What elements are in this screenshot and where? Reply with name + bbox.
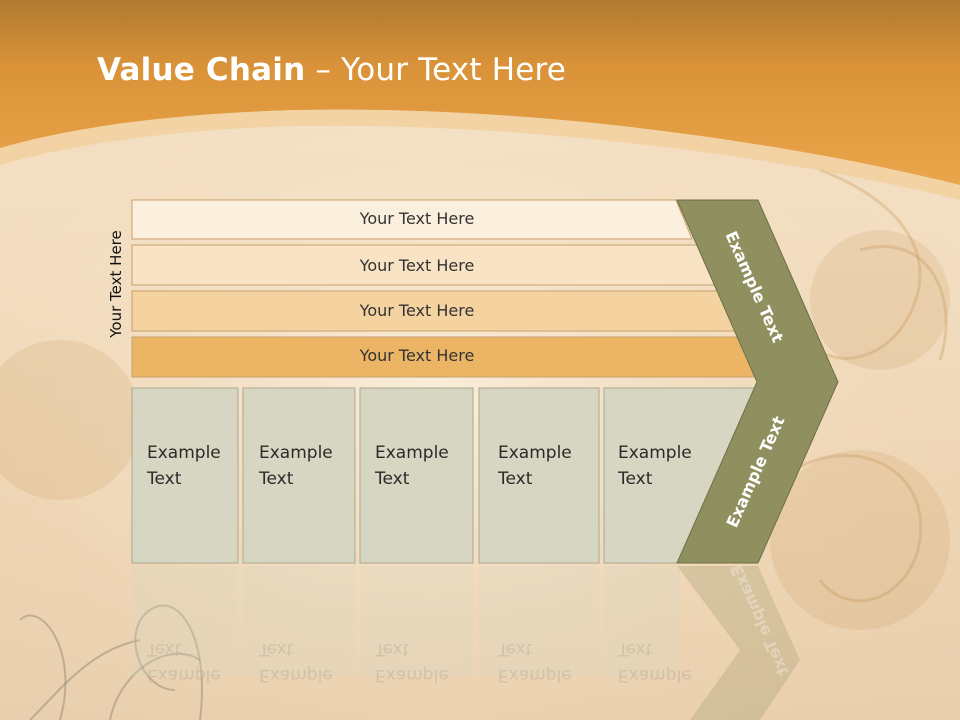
bar-label-4[interactable]: Your Text Here	[359, 346, 475, 365]
chevron-shape	[676, 199, 839, 564]
box-5-line1: Example	[618, 443, 692, 463]
box-text-4[interactable]: Example Text	[498, 440, 594, 492]
reflection-2-line1: Example	[259, 665, 333, 685]
box-3-line2: Text	[375, 469, 410, 489]
reflection-3-line1: Example	[375, 665, 449, 685]
bar-label-2[interactable]: Your Text Here	[359, 256, 475, 275]
box-3-line1: Example	[375, 443, 449, 463]
box-5-line2: Text	[618, 469, 653, 489]
box-reflection-4: Example Text	[498, 636, 594, 688]
title-bold: Value Chain	[97, 52, 306, 88]
box-reflection-3: Example Text	[375, 636, 471, 688]
box-text-2[interactable]: Example Text	[259, 440, 355, 492]
reflection-1-line1: Example	[147, 665, 221, 685]
reflection-2-line2: Text	[259, 639, 294, 659]
reflection-1-line2: Text	[147, 639, 182, 659]
bar-label-3[interactable]: Your Text Here	[359, 301, 475, 320]
reflection-4-line2: Text	[498, 639, 533, 659]
bar-label-1[interactable]: Your Text Here	[359, 209, 475, 228]
reflection-4-line1: Example	[498, 665, 572, 685]
title-rest: – Your Text Here	[305, 52, 567, 88]
bar-shape-1	[131, 199, 693, 240]
box-text-3[interactable]: Example Text	[375, 440, 471, 492]
reflection-5-line2: Text	[618, 639, 653, 659]
box-4-line1: Example	[498, 443, 572, 463]
box-text-5[interactable]: Example Text	[618, 440, 714, 492]
box-shape-4	[478, 387, 600, 564]
box-reflection-5: Example Text	[618, 636, 714, 688]
side-label: Your Text Here	[107, 230, 125, 338]
box-2-line1: Example	[259, 443, 333, 463]
box-4-line2: Text	[498, 469, 533, 489]
box-text-1[interactable]: Example Text	[147, 440, 243, 492]
box-shape-3	[359, 387, 474, 564]
box-reflection-2: Example Text	[259, 636, 355, 688]
box-reflection-1: Example Text	[147, 636, 243, 688]
reflection-5-line1: Example	[618, 665, 692, 685]
box-1-line1: Example	[147, 443, 221, 463]
box-2-line2: Text	[259, 469, 294, 489]
page-title: Value Chain – Your Text Here	[97, 52, 566, 88]
reflection-3-line2: Text	[375, 639, 410, 659]
box-shape-1	[131, 387, 239, 564]
box-1-line2: Text	[147, 469, 182, 489]
box-shape-2	[242, 387, 356, 564]
